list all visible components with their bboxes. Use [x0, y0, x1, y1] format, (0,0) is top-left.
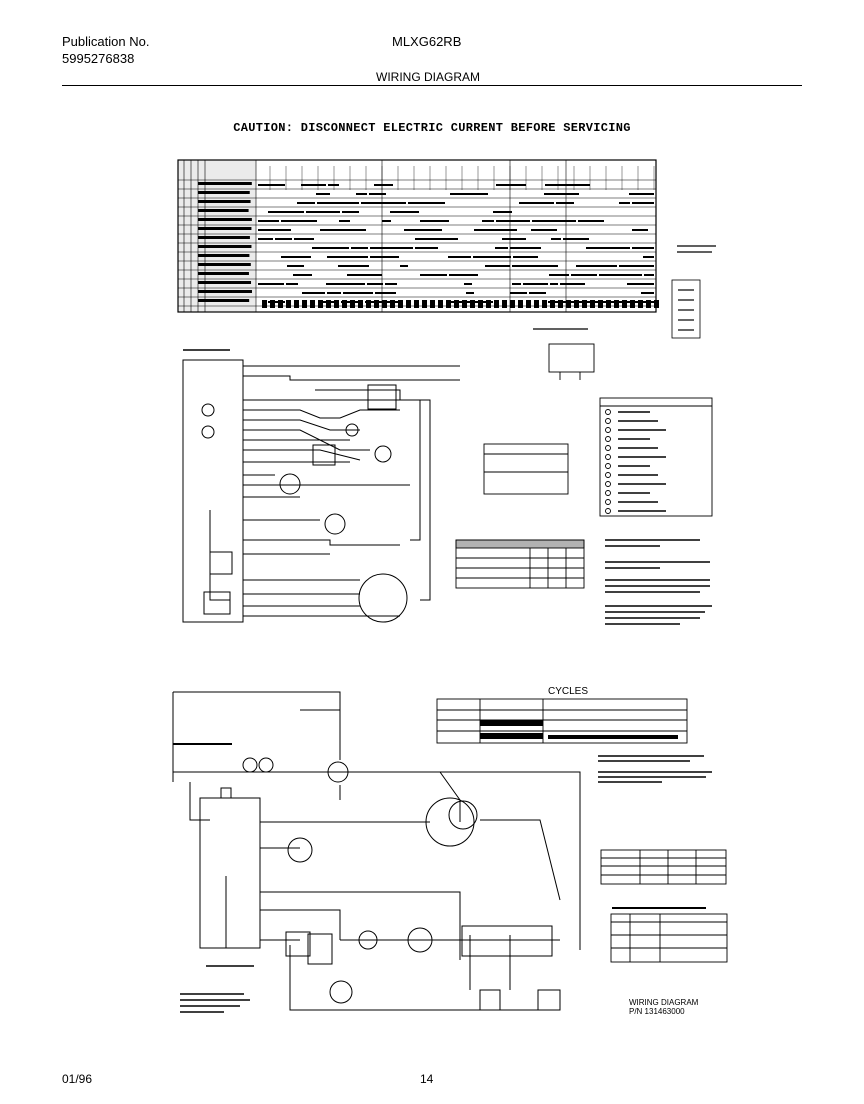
- chart-legend-notes: [533, 245, 716, 339]
- header-divider: [62, 85, 802, 86]
- speed-selector-table: [455, 539, 585, 589]
- publication-number: 5995276838: [62, 51, 135, 66]
- footer-date: 01/96: [62, 1072, 93, 1086]
- publication-label: Publication No.: [62, 34, 150, 49]
- model-number: MLXG62RB: [392, 34, 462, 49]
- wiring-codes-legend: [599, 397, 713, 517]
- connector-block: [483, 443, 569, 495]
- cycles-table: [436, 698, 688, 744]
- footer-page-number: 14: [420, 1072, 434, 1086]
- timer-increment-scale: [262, 300, 659, 308]
- wiring-label-line1: WIRING DIAGRAM: [629, 998, 699, 1007]
- washer-notes: [605, 539, 712, 625]
- switch-detail: [548, 343, 595, 380]
- dryer-notes: [598, 755, 712, 783]
- timer-sequence-chart: [177, 159, 657, 313]
- wiring-label-line2: P/N 131463000: [629, 1007, 685, 1016]
- wire-specifications-table: [610, 907, 728, 963]
- washer-schematic: [182, 349, 460, 623]
- wiring-diagram-part-label: WIRING DIAGRAM P/N 131463000: [629, 998, 698, 1016]
- diagram-title: WIRING DIAGRAM: [376, 70, 480, 84]
- dryer-schematic: [172, 691, 581, 1011]
- dryer-timer-note: [173, 743, 254, 1013]
- caution-notice: CAUTION: DISCONNECT ELECTRIC CURRENT BEF…: [233, 121, 631, 135]
- fabric-selector-table: [600, 849, 727, 885]
- cycles-title: CYCLES: [548, 686, 589, 697]
